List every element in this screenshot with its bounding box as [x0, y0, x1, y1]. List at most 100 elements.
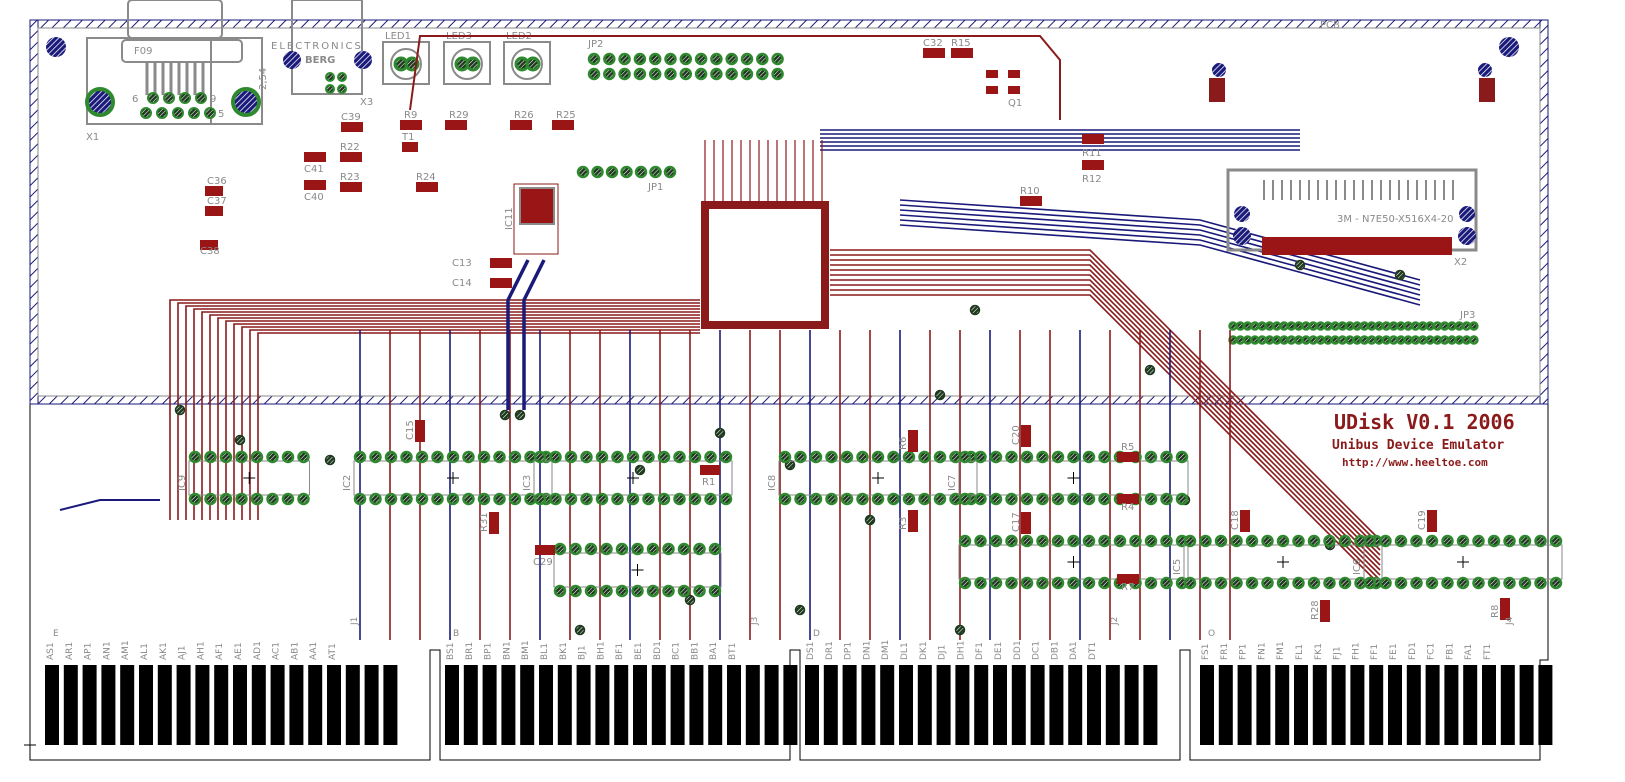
- pad: [933, 492, 947, 506]
- ic11-ref: IC11: [504, 207, 515, 230]
- pad: [1425, 321, 1435, 331]
- pad: [887, 450, 900, 464]
- pad: [688, 450, 702, 464]
- pad: [266, 450, 279, 464]
- pad: [649, 165, 662, 179]
- pad: [1144, 534, 1158, 548]
- pad: [771, 67, 784, 81]
- pad: [871, 450, 885, 464]
- pad: [1359, 335, 1370, 345]
- gold-finger: [595, 665, 610, 745]
- trace: [209, 314, 700, 520]
- trace: [185, 305, 700, 520]
- trace: [899, 214, 1421, 296]
- pad: [1441, 576, 1454, 590]
- pad: [1315, 335, 1326, 345]
- part-ref: R25: [556, 110, 576, 121]
- via: [499, 409, 511, 421]
- pad: [719, 492, 733, 506]
- pad: [1366, 321, 1377, 331]
- pad: [591, 165, 604, 179]
- trace: [899, 204, 1421, 286]
- edge-pin-label: DA1: [1069, 641, 1079, 660]
- pad: [1418, 335, 1428, 345]
- pad: [1447, 335, 1457, 345]
- part-ref: R1: [702, 477, 715, 488]
- pad: [431, 492, 444, 506]
- gold-finger: [764, 665, 779, 745]
- pad: [1005, 492, 1018, 506]
- part-ref: R10: [1020, 186, 1040, 197]
- gold-finger: [139, 665, 153, 745]
- part-ref: R6: [898, 437, 909, 450]
- edge-pin-label: DK1: [919, 641, 929, 660]
- ic11-regulator: IC11: [504, 183, 559, 255]
- edge-pin-label: BF1: [615, 643, 625, 660]
- via: [574, 624, 586, 636]
- pad: [1323, 321, 1333, 331]
- db9-connector: F09 X1 6 9 5 2,54: [85, 0, 269, 143]
- pad: [1051, 450, 1065, 464]
- gold-finger: [993, 665, 1007, 745]
- pad: [679, 52, 693, 66]
- pad: [1323, 576, 1336, 590]
- gold-finger: [364, 665, 379, 745]
- via: [714, 427, 726, 439]
- pad: [1338, 576, 1352, 590]
- pad: [840, 492, 854, 506]
- pad: [633, 52, 647, 66]
- pad: [533, 492, 547, 506]
- pad: [549, 450, 562, 464]
- top-parts: R9 R29 R26 R25 R22 R23 R24 R15 R10 R11 R…: [200, 38, 1104, 289]
- edge-pin-label: AT1: [328, 643, 338, 660]
- pad: [974, 534, 987, 548]
- pad: [918, 450, 931, 464]
- pad: [1264, 335, 1275, 345]
- dip-ic: IC6: [1352, 534, 1563, 590]
- dip-ic: IC7: [947, 450, 1189, 506]
- pad: [958, 492, 972, 506]
- pad: [1082, 450, 1096, 464]
- edge-pin-label: BA1: [709, 642, 719, 660]
- pad: [1036, 492, 1049, 506]
- part-ref: C15: [405, 420, 416, 440]
- pad: [1051, 492, 1065, 506]
- pad: [618, 67, 631, 81]
- mounting-hole: [1212, 63, 1226, 77]
- pad: [1425, 576, 1439, 590]
- trace: [241, 326, 700, 520]
- gold-finger: [176, 665, 191, 745]
- edge-pin-label: AN1: [102, 641, 112, 660]
- trace: [830, 284, 1381, 576]
- pad: [771, 52, 784, 66]
- pad: [1245, 576, 1259, 590]
- pad: [677, 542, 691, 556]
- edge-pin-label: AR1: [65, 642, 75, 660]
- edge-pin-label: FH1: [1351, 642, 1361, 660]
- edge-pin-label: BL1: [540, 643, 550, 660]
- pad: [620, 165, 633, 179]
- gold-finger: [1143, 665, 1158, 745]
- part-ref: R5: [1121, 442, 1134, 453]
- gold-finger: [1105, 665, 1120, 745]
- pad: [603, 67, 616, 81]
- berg-ref: X3: [360, 97, 373, 108]
- pad: [887, 492, 900, 506]
- gold-finger: [614, 665, 629, 745]
- edge-pin-label: DL1: [900, 642, 910, 660]
- pad: [1456, 576, 1470, 590]
- berg-brand: ELECTRONICS: [271, 41, 363, 52]
- trace: [257, 332, 700, 520]
- edge-letter: D: [813, 629, 820, 639]
- gold-finger: [1124, 665, 1139, 745]
- pad: [1439, 321, 1450, 331]
- ic-ref: IC6: [1352, 559, 1363, 575]
- pad: [219, 450, 233, 464]
- gold-finger: [633, 665, 647, 745]
- pad: [1374, 321, 1384, 331]
- ic-ref: IC3: [522, 475, 533, 491]
- pad: [1352, 321, 1362, 331]
- pad: [657, 450, 671, 464]
- part-ref: R24: [416, 172, 436, 183]
